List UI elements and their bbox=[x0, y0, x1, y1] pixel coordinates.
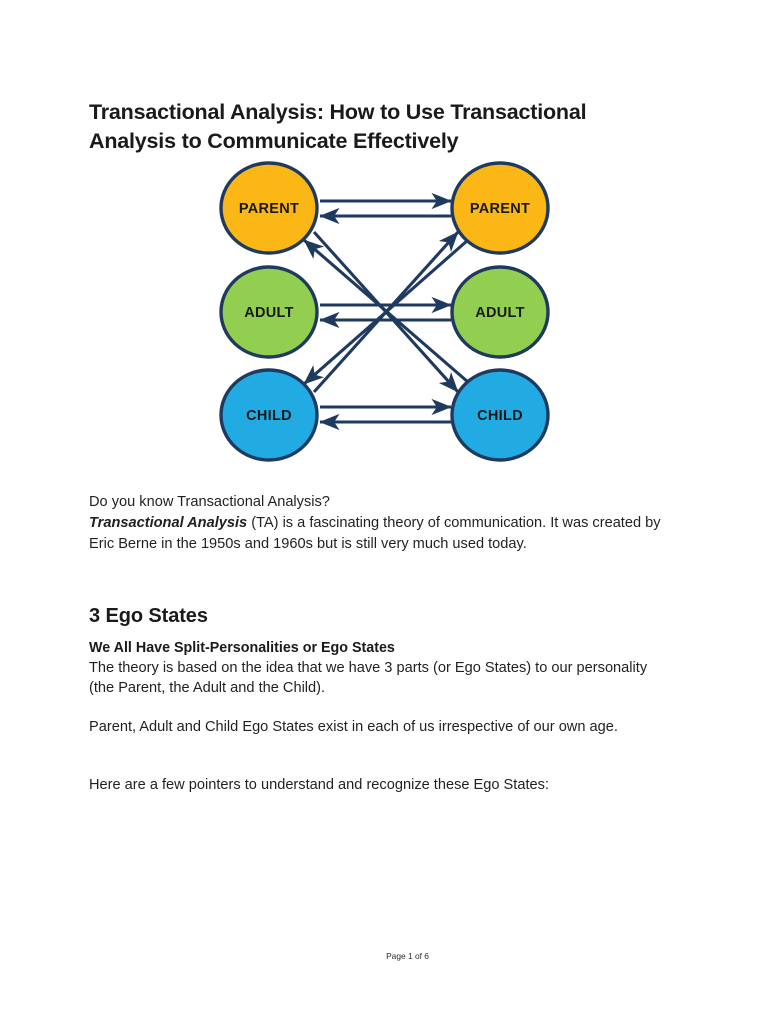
node-adult-left: ADULT bbox=[219, 265, 319, 359]
paragraph-ego-states-exist: Parent, Adult and Child Ego States exist… bbox=[89, 718, 618, 735]
sub-heading-split-personalities: We All Have Split-Personalities or Ego S… bbox=[89, 640, 395, 657]
node-parent-left: PARENT bbox=[219, 161, 319, 255]
ego-state-diagram: PARENT ADULT CHILD PARENT ADULT bbox=[196, 160, 568, 462]
intro-paragraph: Do you know Transactional Analysis? Tran… bbox=[89, 492, 679, 555]
node-label-child-right: CHILD bbox=[477, 408, 523, 424]
node-parent-right: PARENT bbox=[450, 161, 550, 255]
node-child-left: CHILD bbox=[219, 368, 319, 462]
node-label-parent-right: PARENT bbox=[470, 201, 530, 217]
page-footer: Page 1 of 6 bbox=[0, 951, 768, 961]
node-adult-right: ADULT bbox=[450, 265, 550, 359]
diagram-connections bbox=[302, 192, 470, 431]
intro-rest: (TA) is a fascinating theory of communic… bbox=[89, 514, 661, 552]
node-label-adult-right: ADULT bbox=[475, 305, 525, 321]
arrow-parent-right-to-child-left bbox=[302, 238, 470, 386]
node-label-child-left: CHILD bbox=[246, 408, 292, 424]
intro-term: Transactional Analysis bbox=[89, 514, 248, 531]
node-child-right: CHILD bbox=[450, 368, 550, 462]
node-label-parent-left: PARENT bbox=[239, 201, 299, 217]
intro-question: Do you know Transactional Analysis? bbox=[89, 494, 330, 510]
diagram-nodes: PARENT ADULT CHILD PARENT ADULT bbox=[219, 161, 550, 462]
paragraph-theory: The theory is based on the idea that we … bbox=[89, 659, 648, 697]
page-title: Transactional Analysis: How to Use Trans… bbox=[89, 100, 587, 153]
section-heading-ego-states: 3 Ego States bbox=[89, 604, 208, 627]
node-label-adult-left: ADULT bbox=[244, 305, 294, 321]
paragraph-pointers: Here are a few pointers to understand an… bbox=[89, 776, 549, 793]
page-number: Page 1 of 6 bbox=[386, 951, 429, 961]
